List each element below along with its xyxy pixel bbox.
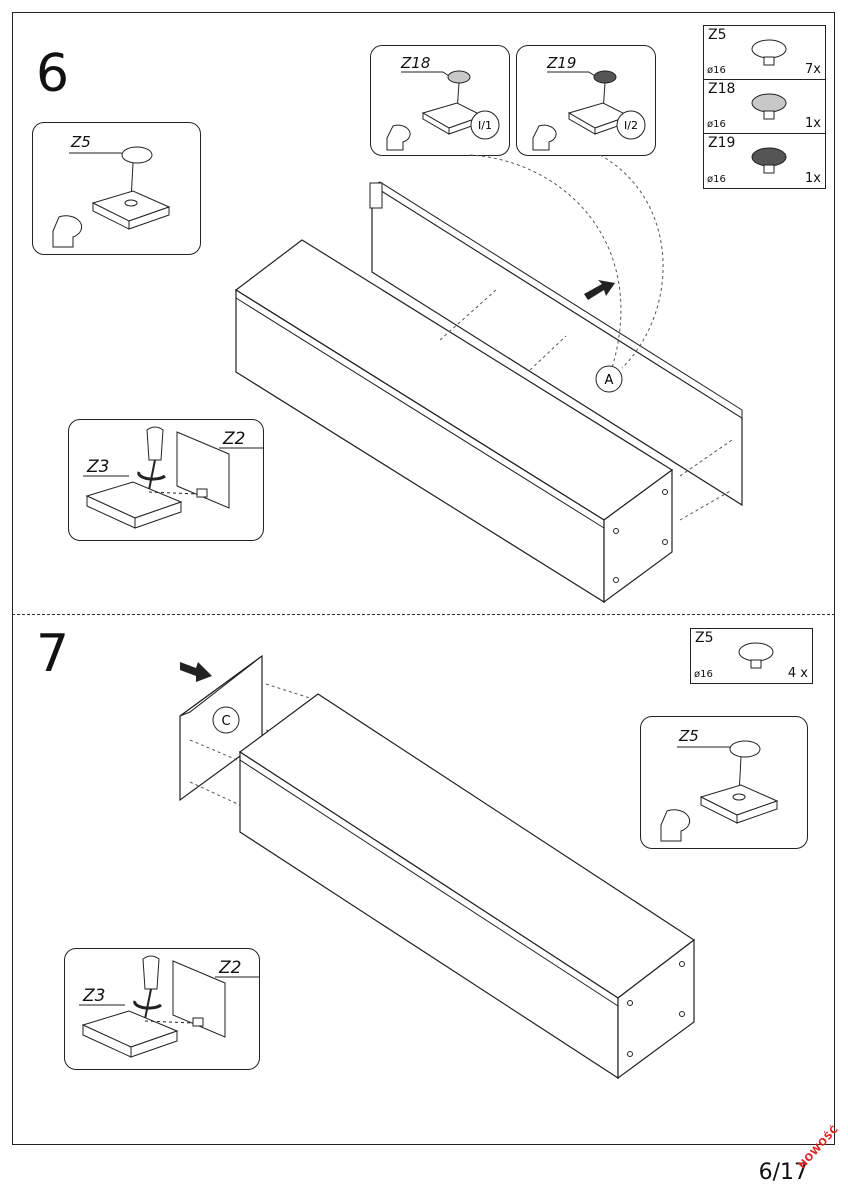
part-quantity: 1x [805,171,821,186]
detail-z19-label: Z19 [546,54,576,72]
detail-z18: Z18 I/1 [370,45,510,156]
part-code: Z18 [708,81,736,97]
driver-label: Z3 [82,986,105,1006]
part-code: Z5 [708,27,727,43]
detail-z19: Z19 I/2 [516,45,656,156]
detail-screw-step6: Z3 Z2 [68,419,264,541]
part-row-z19: Z19 ø16 1x [704,134,825,188]
step-7-number: 7 [36,624,69,684]
detail-cam-step6: Z5 [32,122,201,255]
marker-i2: I/2 [624,119,638,132]
cam-lock-illustration: Z5 [52,133,171,248]
marker-i1: I/1 [478,119,492,132]
part-quantity: 4 x [787,666,808,681]
callout-a [595,365,623,393]
cam-insert-z18-illustration: Z18 I/1 [386,54,500,151]
cam-cap-icon [751,39,787,66]
step-7-parts-table: Z5 ø16 4 x [690,628,813,684]
arrow-icon [584,280,615,300]
dowel-label: Z2 [218,958,241,978]
cam-cap-grey-icon [751,93,787,120]
part-diameter: ø16 [707,119,726,130]
detail-cam-label: Z5 [70,133,91,151]
part-diameter: ø16 [694,669,713,680]
part-row-z5: Z5 ø16 7x [704,26,825,80]
step-6-assembly-drawing: A [234,154,743,604]
part-row-z18: Z18 ø16 1x [704,80,825,134]
part-quantity: 7x [805,62,821,77]
step-divider [12,614,835,615]
dowel-label: Z2 [222,429,245,449]
part-code: Z5 [695,630,714,646]
part-code: Z19 [708,135,736,151]
page-number: 6/17 [758,1160,808,1185]
part-row-z5: Z5 ø16 4 x [691,629,812,683]
page-frame [12,12,835,1145]
driver-label: Z3 [86,457,109,477]
cam-cap-dark-icon [751,147,787,174]
dowel-screw-illustration: Z3 Z2 [79,955,259,1058]
cam-lock-illustration: Z5 [660,727,779,842]
dowel-screw-illustration: Z3 Z2 [83,426,263,529]
step-6-parts-table: Z5 ø16 7x Z18 ø16 1x Z19 ø16 1x [703,25,826,189]
detail-z18-label: Z18 [400,54,430,72]
part-quantity: 1x [805,116,821,131]
detail-cam-step7: Z5 [640,716,808,849]
detail-screw-step7: Z3 Z2 [64,948,260,1070]
cam-insert-z19-illustration: Z19 I/2 [532,54,646,151]
step-6-number: 6 [36,44,69,104]
part-diameter: ø16 [707,65,726,76]
cam-cap-icon [738,642,774,669]
detail-cam-label: Z5 [678,727,699,745]
part-diameter: ø16 [707,174,726,185]
callout-a-label: A [605,373,614,388]
